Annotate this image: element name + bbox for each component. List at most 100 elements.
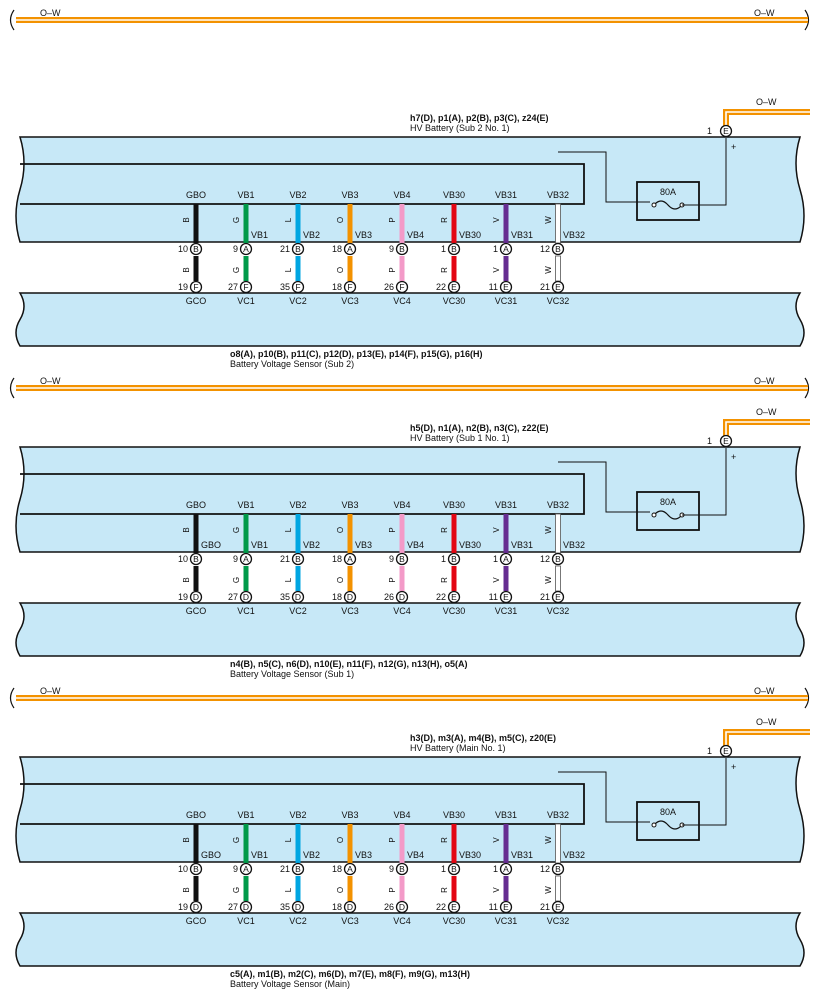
- battery-pin-circle: [447, 242, 461, 256]
- fuse-circuit: 80A+O–WE1: [558, 717, 810, 841]
- battery-pin-letter: B: [555, 864, 561, 874]
- battery-pin-circle: [239, 242, 253, 256]
- fuse-lead-left: [558, 771, 650, 823]
- terminal-label-sensor: VC4: [393, 296, 411, 306]
- battery-pin-letter: B: [193, 554, 199, 564]
- wire-segment-upper: [243, 824, 249, 863]
- terminal-label-battery: VB1: [237, 810, 254, 820]
- wire-color-code-upper: V: [492, 217, 501, 223]
- terminal-label-battery: VB1: [237, 500, 254, 510]
- sensor-pin-number: 22: [436, 282, 446, 292]
- wire-color-code-lower: O: [336, 267, 345, 273]
- battery-connectors: h5(D), n1(A), n2(B), n3(C), z22(E): [410, 423, 549, 433]
- wire-segment-upper: [243, 514, 249, 553]
- plus-sign: +: [731, 142, 736, 152]
- battery-pin-number: 1: [441, 554, 446, 564]
- terminal-label-sensor: VC4: [393, 916, 411, 926]
- sensor-pin-circle: [551, 280, 565, 294]
- wire-color-code-upper: V: [492, 527, 501, 533]
- wire-segment-upper: [295, 204, 301, 243]
- sensor-pin-number: 26: [384, 902, 394, 912]
- sensor-pin-circle: [189, 590, 203, 604]
- battery-pin-letter: B: [193, 864, 199, 874]
- sensor-box: [15, 602, 805, 657]
- wire-color-code-upper: B: [182, 527, 191, 532]
- sensor-pin-circle: [189, 280, 203, 294]
- sensor-pin-number: 18: [332, 282, 342, 292]
- battery-pin-letter: A: [347, 864, 353, 874]
- wire-segment-lower: [503, 256, 509, 281]
- fuse-lead-left: [558, 151, 650, 203]
- wire-color-code-upper: R: [440, 527, 449, 533]
- sensor-pin-number: 18: [332, 592, 342, 602]
- battery-pin-letter: B: [451, 864, 457, 874]
- fuse-pin-circle: [719, 744, 733, 758]
- battery-inner-module: [20, 783, 585, 825]
- battery-pin-letter: A: [503, 864, 509, 874]
- sensor-name: Battery Voltage Sensor (Sub 2): [230, 359, 354, 369]
- terminal-label-battery: GBO: [186, 500, 206, 510]
- battery-pin-circle: [291, 242, 305, 256]
- battery-pin-letter: A: [243, 554, 249, 564]
- sensor-pin-circle: [291, 900, 305, 914]
- fuse-wire-label: O–W: [756, 407, 777, 417]
- battery-pin-number: 9: [389, 554, 394, 564]
- sensor-pin-circle: [239, 900, 253, 914]
- fuse-symbol: [653, 820, 683, 830]
- wire-color-code-upper: L: [284, 217, 293, 222]
- terminal-label-inner: VB30: [459, 230, 481, 240]
- battery-name: HV Battery (Sub 2 No. 1): [410, 123, 510, 133]
- terminal-label-inner: VB31: [511, 850, 533, 860]
- sensor-box: [15, 292, 805, 347]
- fuse-pin-letter: E: [723, 126, 729, 136]
- wire-segment-lower: [555, 565, 561, 592]
- terminal-label-sensor: VC30: [443, 296, 466, 306]
- fuse-pin-circle: [719, 124, 733, 138]
- fuse-wire-label: O–W: [756, 97, 777, 107]
- sensor-pin-letter: D: [347, 902, 353, 912]
- fuse-lead-left: [558, 461, 650, 513]
- wire-color-code-upper: B: [182, 217, 191, 222]
- wire-segment-upper: [451, 824, 457, 863]
- terminal-label-battery: VB2: [289, 810, 306, 820]
- battery-connectors: h3(D), m3(A), m4(B), m5(C), z20(E): [410, 733, 556, 743]
- fuse-pin-circle: [719, 434, 733, 448]
- wire-segment-lower: [503, 566, 509, 591]
- battery-pin-letter: A: [347, 244, 353, 254]
- battery-inner-module: [20, 163, 585, 205]
- wire-color-code-lower: O: [336, 577, 345, 583]
- sensor-pin-letter: E: [503, 592, 509, 602]
- wire-color-code-lower: G: [232, 887, 241, 893]
- separator-left-label: O–W: [40, 376, 61, 386]
- terminal-label-sensor: VC1: [237, 296, 255, 306]
- sensor-pin-letter: E: [555, 902, 561, 912]
- terminal-label-sensor: VC4: [393, 606, 411, 616]
- sensor-pin-letter: E: [555, 282, 561, 292]
- battery-pin-circle: [189, 862, 203, 876]
- terminal-label-battery: VB3: [341, 500, 358, 510]
- terminal-label-battery: VB31: [495, 190, 517, 200]
- sensor-pin-number: 26: [384, 592, 394, 602]
- terminal-label-sensor: VC32: [547, 916, 570, 926]
- fuse-terminal-left: [651, 512, 657, 518]
- sensor-pin-circle: [343, 590, 357, 604]
- battery-pin-circle: [239, 552, 253, 566]
- wire-color-code-lower: L: [284, 577, 293, 582]
- wire-color-code-upper: R: [440, 217, 449, 223]
- wire-color-code-upper: L: [284, 527, 293, 532]
- terminal-label-inner: VB3: [355, 850, 372, 860]
- sensor-box: [15, 912, 805, 967]
- battery-pin-number: 21: [280, 554, 290, 564]
- battery-name: HV Battery (Main No. 1): [410, 743, 506, 753]
- wire-segment-lower: [555, 255, 561, 282]
- wire-color-code-lower: P: [388, 577, 397, 582]
- battery-pin-number: 1: [441, 864, 446, 874]
- fuse-rating: 80A: [660, 497, 676, 507]
